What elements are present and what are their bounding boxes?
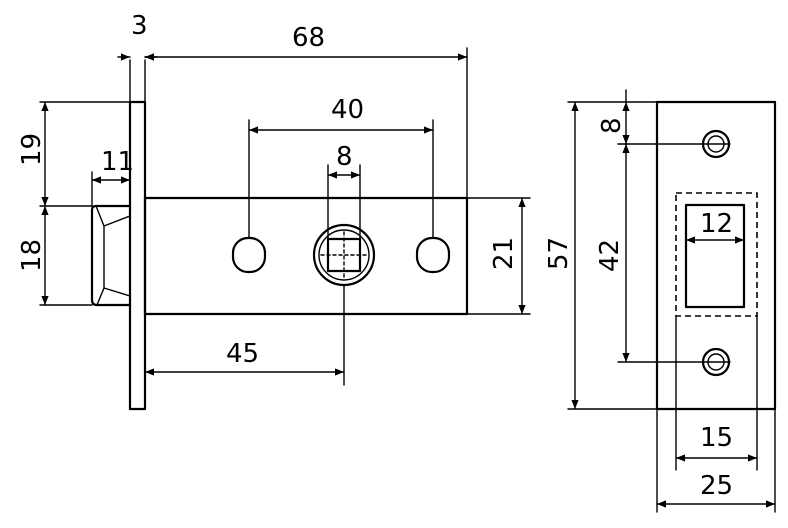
dim-opening-width: 12	[700, 209, 733, 239]
strike-opening	[684, 203, 746, 309]
latch-bolt	[90, 204, 132, 307]
case-hole-left	[231, 236, 267, 274]
dim-spindle-square: 8	[336, 142, 353, 172]
latch-side-view: 3 68 40 8 19 11 18 21 45	[17, 11, 531, 411]
strike-recess-outline	[675, 192, 758, 317]
case-hole-right	[415, 236, 451, 274]
dim-hole-width: 15	[700, 423, 733, 453]
latch-case-body	[143, 196, 469, 316]
dim-hole-centers: 42	[595, 239, 625, 272]
dim-hole-spacing: 40	[331, 95, 364, 125]
dim-body-height: 21	[489, 237, 519, 270]
strike-plate	[655, 100, 777, 411]
dim-plate-height: 57	[544, 237, 574, 270]
dim-top-offset: 19	[17, 133, 47, 166]
dim-latch-height: 18	[17, 239, 47, 272]
dim-backset-total: 68	[292, 23, 325, 53]
dim-latch-depth: 11	[101, 147, 134, 177]
dim-spindle-backset: 45	[226, 339, 259, 369]
dim-top-hole-offset: 8	[597, 117, 627, 134]
strike-plate-view: 57 8 42 12 15 25	[544, 89, 777, 513]
dim-plate-width: 25	[700, 471, 733, 501]
dim-faceplate-thickness: 3	[131, 11, 148, 41]
